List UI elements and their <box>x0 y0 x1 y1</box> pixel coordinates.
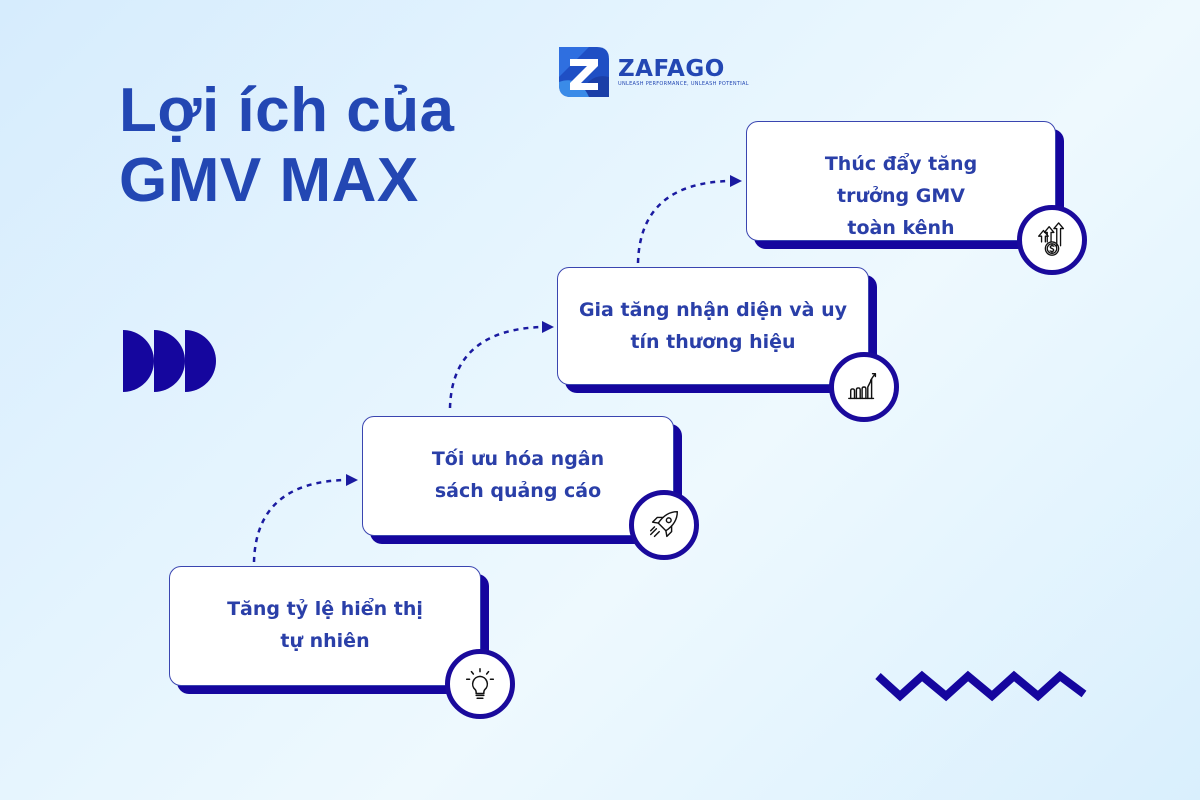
step-label: Thúc đẩy tăng trưởng GMV toàn kênh <box>824 153 978 239</box>
step-label: Tối ưu hóa ngân sách quảng cáo <box>431 448 605 502</box>
step-card-2: Tối ưu hóa ngân sách quảng cáo <box>362 416 682 544</box>
growth-chart-icon <box>848 372 877 400</box>
step-card-4: Thúc đẩy tăng trưởng GMV toàn kênh <box>746 121 1064 249</box>
step-4-badge <box>1017 205 1087 275</box>
logo-name: ZAFAGO <box>618 55 725 82</box>
page-title: Lợi ích của GMV MAX <box>119 76 455 216</box>
money-growth-icon <box>1038 222 1065 256</box>
half-circles-decoration <box>123 330 216 392</box>
card-body: Tối ưu hóa ngân sách quảng cáo <box>362 416 674 536</box>
step-card-1: Tăng tỷ lệ hiển thị tự nhiên <box>169 566 489 694</box>
title-line-2: GMV MAX <box>119 146 419 215</box>
rocket-icon <box>649 510 679 538</box>
step-label: Gia tăng nhận diện và uy tín thương hiệu <box>578 299 848 353</box>
dashed-arrow-2-to-3 <box>448 321 554 409</box>
card-body: Thúc đẩy tăng trưởng GMV toàn kênh <box>746 121 1056 241</box>
step-3-badge <box>829 352 899 422</box>
step-2-badge <box>629 490 699 560</box>
zigzag-decoration <box>875 670 1087 702</box>
dashed-arrow-3-to-4 <box>636 175 742 264</box>
step-label: Tăng tỷ lệ hiển thị tự nhiên <box>227 598 423 652</box>
card-body: Tăng tỷ lệ hiển thị tự nhiên <box>169 566 481 686</box>
logo-tagline: Unleash performance, unleash potential <box>618 80 749 87</box>
title-line-1: Lợi ích của <box>119 76 455 145</box>
lightbulb-icon <box>465 668 495 700</box>
step-card-3: Gia tăng nhận diện và uy tín thương hiệu <box>557 267 877 393</box>
card-body: Gia tăng nhận diện và uy tín thương hiệu <box>557 267 869 385</box>
brand-logo: ZAFAGO Unleash performance, unleash pote… <box>559 47 749 97</box>
dashed-arrow-1-to-2 <box>252 474 358 563</box>
z-logo-icon <box>559 47 609 97</box>
step-1-badge <box>445 649 515 719</box>
